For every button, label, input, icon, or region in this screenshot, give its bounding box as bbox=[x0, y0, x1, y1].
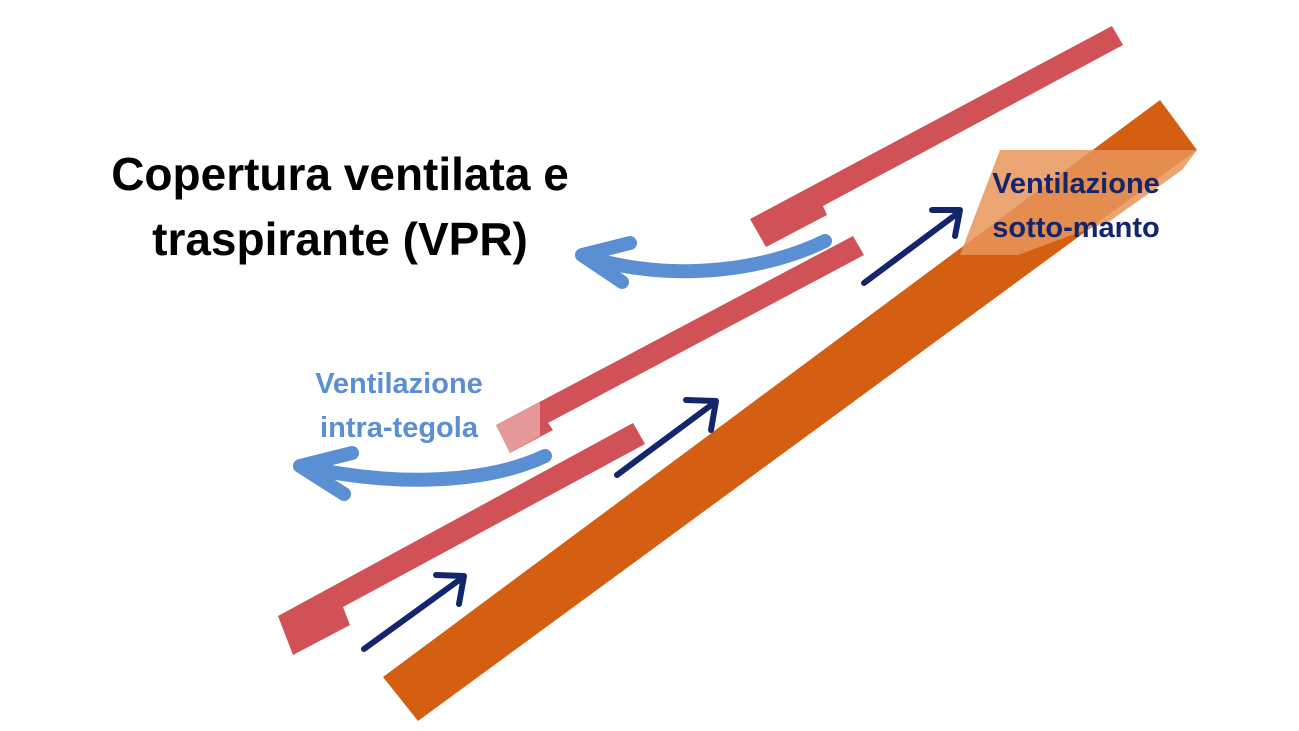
intra-tile-airflow-arrow-upper bbox=[575, 234, 832, 289]
roof-tile-bottom bbox=[278, 423, 645, 655]
roof-tile-middle-highlight bbox=[496, 402, 540, 453]
under-roof-ventilation-label-line2: sotto-manto bbox=[992, 212, 1160, 244]
diagram-title-line2: traspirante (VPR) bbox=[152, 213, 528, 265]
intra-tile-ventilation-label-line1: Ventilazione bbox=[315, 368, 483, 400]
under-roof-ventilation-label-line1: Ventilazione bbox=[992, 168, 1160, 200]
roof-tile-top bbox=[750, 26, 1123, 247]
intra-tile-ventilation-label-line2: intra-tegola bbox=[320, 412, 479, 444]
under-roof-airflow-arrow-middle bbox=[614, 397, 719, 478]
roof-deck-highlight bbox=[960, 150, 1197, 255]
intra-tile-airflow-arrow-lower bbox=[293, 446, 552, 501]
roof-tile-middle bbox=[496, 236, 864, 453]
under-roof-airflow-arrow-bottom bbox=[361, 572, 467, 652]
diagram-title-line1: Copertura ventilata e bbox=[111, 148, 569, 200]
roof-deck-board bbox=[383, 100, 1197, 721]
under-roof-airflow-arrow-top bbox=[861, 207, 963, 286]
